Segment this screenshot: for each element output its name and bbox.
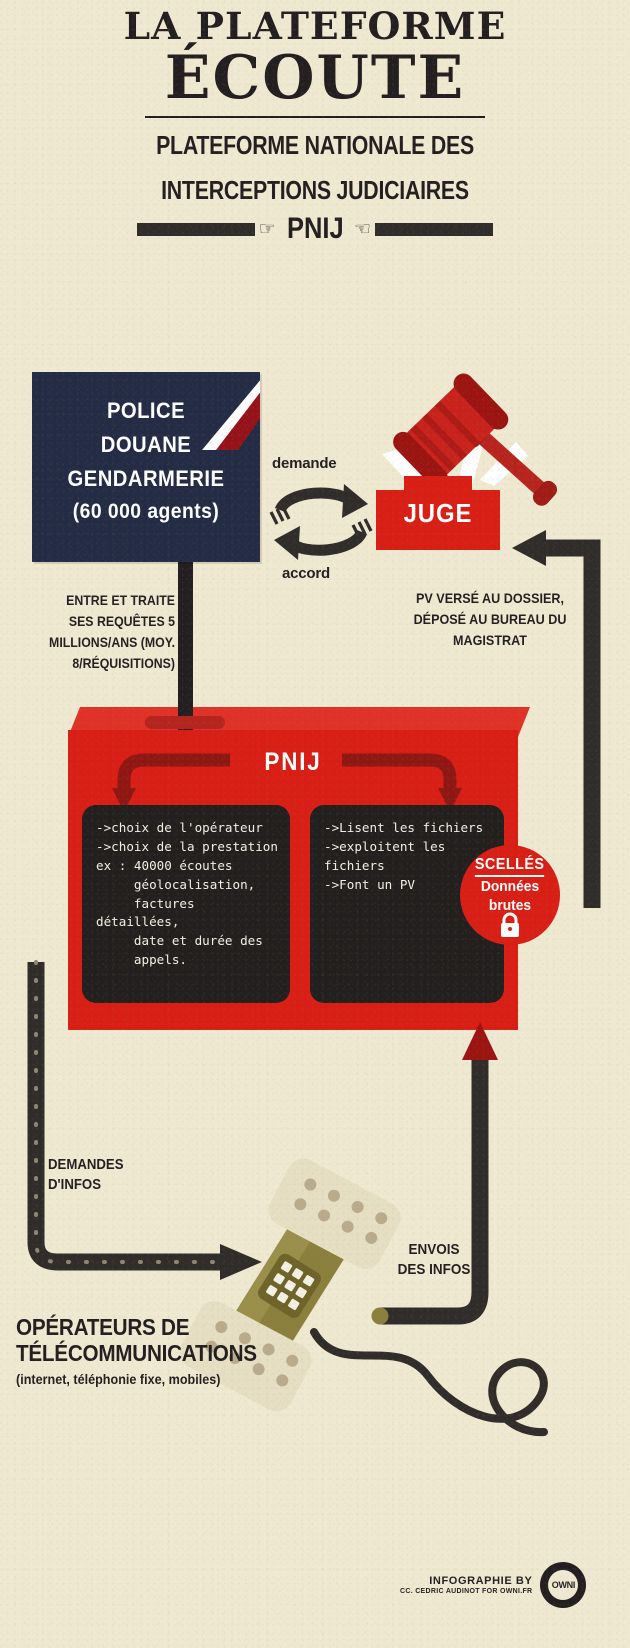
demandes-infos-label: DEMANDES D'INFOS xyxy=(48,1156,124,1194)
pnij-left-inflow-arrow-icon xyxy=(112,753,230,812)
left-rule-bar xyxy=(136,222,255,236)
header: LA PLATEFORME ÉCOUTE PLATEFORME NATIONAL… xyxy=(0,8,630,246)
title-divider xyxy=(145,116,485,118)
scelles-badge: SCELLÉS Données brutes xyxy=(460,845,560,945)
police-agents-count: (60 000 agents) xyxy=(72,500,220,524)
subtitle-line-2: INTERCEPTIONS JUDICIAIRES xyxy=(161,175,469,206)
pointing-hand-right-icon: ☞ xyxy=(258,218,276,240)
police-line-3: GENDARMERIE xyxy=(67,466,225,492)
footer-line-1: INFOGRAPHIE BY xyxy=(429,1575,533,1587)
phone-cord-icon xyxy=(310,1328,548,1437)
telephone-handset-icon xyxy=(179,1158,401,1412)
operators-label: OPÉRATEURS DE TÉLÉCOMMUNICATIONS (intern… xyxy=(16,1314,264,1387)
sign-post xyxy=(178,555,193,730)
operators-line-1: OPÉRATEURS DE xyxy=(16,1314,190,1340)
police-caption: ENTRE ET TRAITE SES REQUÊTES 5 MILLIONS/… xyxy=(49,592,176,671)
demande-label: demande xyxy=(272,455,337,472)
pnij-title: PNIJ xyxy=(264,748,322,776)
pv-return-pipe-arrow xyxy=(512,530,601,908)
french-flag-ribbon-icon xyxy=(192,372,260,450)
judge-box xyxy=(376,490,500,550)
envois-infos-pipe-arrow xyxy=(371,1022,498,1325)
police-sign-text: POLICE DOUANE GENDARMERIE (60 000 agents… xyxy=(41,372,251,529)
pnij-right-inflow-arrow-icon xyxy=(342,753,462,812)
pv-caption: PV VERSÉ AU DOSSIER, DÉPOSÉ AU BUREAU DU… xyxy=(413,590,567,648)
acronym-label: PNIJ xyxy=(286,212,344,246)
sign-post-foot xyxy=(145,716,225,729)
scelles-title: SCELLÉS xyxy=(475,845,545,877)
right-rule-bar xyxy=(375,222,494,236)
owni-logo-text: OWNI xyxy=(548,1570,579,1600)
accord-label: accord xyxy=(282,565,330,582)
envois-infos-label: ENVOIS DES INFOS xyxy=(397,1241,471,1279)
demandes-infos-dotted-pipe-arrow xyxy=(27,960,262,1280)
exchange-cycle-arrows-icon xyxy=(269,484,373,560)
police-line-2: DOUANE xyxy=(100,432,192,458)
footer: INFOGRAPHIE BY CC. CEDRIC AUDINOT FOR OW… xyxy=(400,1562,587,1608)
operators-subtitle: (internet, téléphonie fixe, mobiles) xyxy=(16,1370,221,1387)
footer-credit: INFOGRAPHIE BY CC. CEDRIC AUDINOT FOR OW… xyxy=(400,1575,532,1595)
acronym-row: ☞ PNIJ ☞ xyxy=(0,212,630,246)
title-line-2: ÉCOUTE xyxy=(164,43,466,113)
police-line-1: POLICE xyxy=(106,398,186,423)
pointing-hand-left-icon: ☞ xyxy=(354,218,372,240)
gavel-icon xyxy=(382,373,558,506)
lock-icon xyxy=(501,912,519,937)
scelles-sub-line-1: Données xyxy=(480,878,540,895)
operators-line-2: TÉLÉCOMMUNICATIONS xyxy=(16,1339,257,1366)
pnij-panel-left: ->choix de l'opérateur ->choix de la pre… xyxy=(82,805,290,1003)
footer-line-2: CC. CEDRIC AUDINOT FOR OWNI.FR xyxy=(400,1588,533,1595)
title-line-1: LA PLATEFORME xyxy=(123,4,507,48)
subtitle-line-1: PLATEFORME NATIONALE DES xyxy=(156,130,474,160)
judge-label: JUGE xyxy=(403,498,473,528)
police-sign-panel: POLICE DOUANE GENDARMERIE (60 000 agents… xyxy=(32,372,260,562)
judge-plinth xyxy=(404,476,472,492)
owni-logo: OWNI xyxy=(540,1562,587,1608)
scelles-sub-line-2: brutes xyxy=(488,896,532,914)
